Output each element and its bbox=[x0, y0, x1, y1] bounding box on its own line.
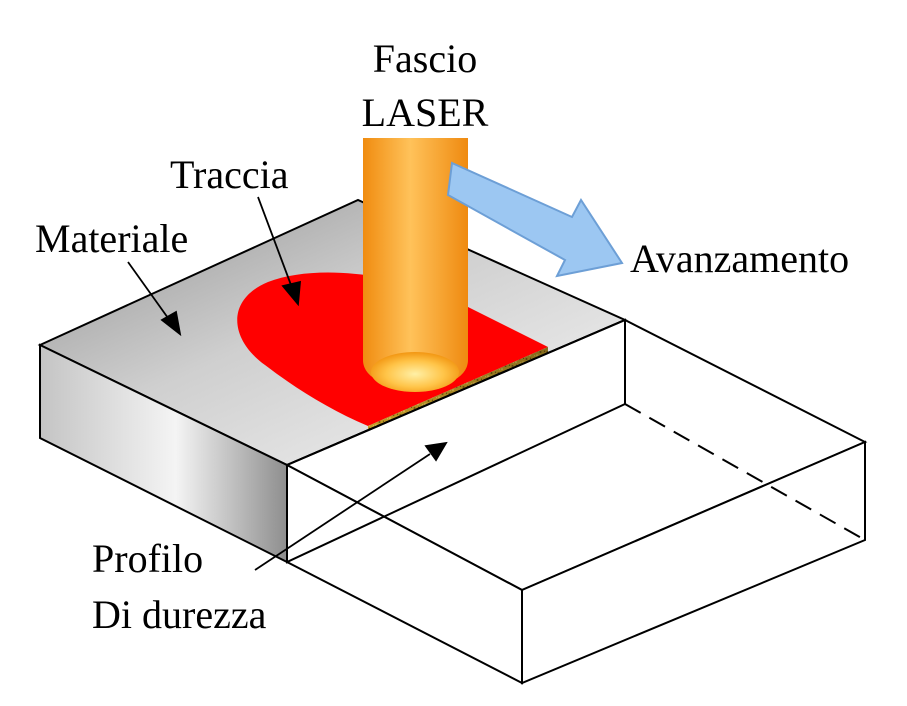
advance-arrow bbox=[446, 161, 624, 278]
profile-leader-line bbox=[254, 453, 431, 571]
wireframe-block bbox=[284, 318, 868, 685]
beam-body bbox=[363, 138, 468, 389]
section-outline bbox=[286, 318, 626, 564]
profile-leader-arrowhead bbox=[424, 441, 448, 462]
material-label: Materiale bbox=[35, 216, 188, 261]
wire-right-face bbox=[521, 440, 866, 685]
track-leader-line bbox=[257, 196, 292, 286]
material-leader-line bbox=[127, 261, 169, 319]
material-leader-arrowhead bbox=[160, 310, 182, 337]
profile-label-line1: Profilo bbox=[92, 536, 203, 581]
advance-label: Avanzamento bbox=[630, 236, 849, 281]
laser-beam bbox=[363, 138, 468, 392]
leader-arrows bbox=[127, 196, 448, 571]
beam-label-line1: Fascio bbox=[373, 36, 477, 81]
beam-tip-glow bbox=[371, 352, 459, 392]
track-label: Traccia bbox=[170, 152, 289, 197]
profile-label-line2: Di durezza bbox=[92, 592, 267, 637]
beam-label-line2: LASER bbox=[362, 90, 489, 135]
track-leader-arrowhead bbox=[281, 280, 302, 307]
hidden-edge bbox=[624, 403, 866, 541]
